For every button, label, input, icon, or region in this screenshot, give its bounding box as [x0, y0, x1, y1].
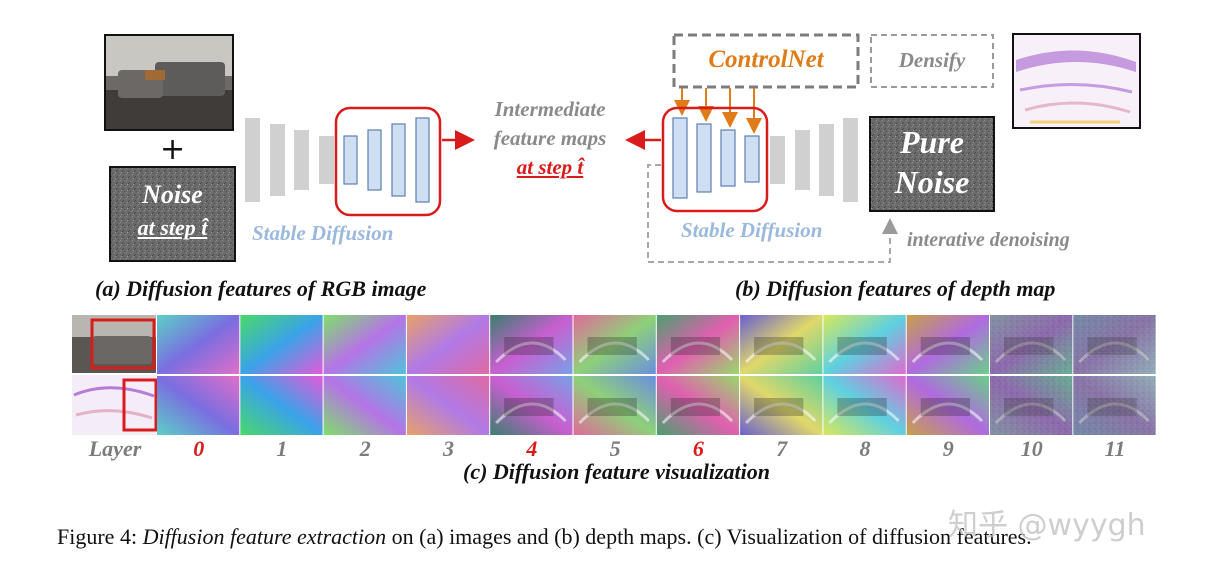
pure-label: Pure	[900, 124, 964, 160]
feature-map-layer-2-depth	[323, 376, 406, 435]
feature-map-layer-10-depth	[990, 376, 1073, 435]
caption-a: (a) Diffusion features of RGB image	[95, 276, 427, 301]
feature-map-layer-5-rgb	[573, 315, 656, 374]
feature-map-layer-0-rgb	[157, 315, 240, 374]
feature-grid	[72, 315, 1156, 435]
layer-label-7: 7	[776, 436, 788, 461]
feature-map-layer-2-rgb	[323, 315, 406, 374]
depth-thumbnail	[72, 375, 158, 435]
feature-map-layer-3-rgb	[406, 315, 490, 374]
layer-label-1: 1	[276, 436, 288, 461]
features-label-line3: at step t̂	[516, 155, 584, 179]
feature-map-layer-5-depth	[573, 376, 656, 435]
sd-decoder-blocks-b	[672, 117, 760, 199]
layer-label-5: 5	[609, 436, 621, 461]
noise-image	[109, 166, 236, 262]
denoising-loop-arrow	[647, 164, 898, 263]
feature-map-layer-4-rgb	[490, 315, 573, 374]
feature-map-layer-9-depth	[906, 376, 989, 435]
sd-label-a: Stable Diffusion	[252, 221, 394, 245]
feature-map-layer-0-depth	[157, 376, 240, 435]
feature-map-layer-7-depth	[740, 376, 823, 435]
rgb-input-image	[104, 34, 234, 131]
noise-label: Noise	[142, 180, 203, 209]
densify-box	[870, 34, 994, 88]
sd-label-b: Stable Diffusion	[681, 218, 823, 242]
layer-label-9: 9	[942, 436, 954, 461]
features-label-line2: feature maps	[493, 126, 607, 150]
denoising-label: interative denoising	[907, 229, 1070, 251]
layer-label-0: 0	[193, 436, 205, 461]
layer-label-3: 3	[443, 436, 454, 461]
noise-label-b: Noise	[894, 164, 970, 200]
sd-encoder-blocks-a	[245, 118, 334, 202]
feature-map-layer-4-depth	[490, 376, 573, 435]
layer-label-10: 10	[1020, 436, 1043, 461]
highlight-box-b	[661, 106, 769, 213]
feature-map-layer-6-rgb	[656, 315, 740, 374]
densify-label: Densify	[898, 48, 966, 72]
feature-map-layer-9-rgb	[906, 315, 989, 374]
row-label-layer: Layer	[88, 436, 142, 461]
controlnet-box	[672, 33, 860, 89]
sd-decoder-blocks-a	[343, 117, 430, 203]
layer-label-2: 2	[359, 436, 371, 461]
caption-b: (b) Diffusion features of depth map	[735, 276, 1056, 301]
layer-label-4: 4	[526, 436, 538, 461]
layer-label-6: 6	[692, 436, 704, 461]
layer-label-11: 11	[1104, 436, 1126, 461]
depth-map-image	[1012, 33, 1141, 129]
pure-noise-image	[869, 116, 995, 212]
feature-map-layer-1-depth	[240, 376, 323, 435]
figure-caption-prefix: Figure 4:	[57, 524, 138, 549]
figure-caption-rest: on (a) images and (b) depth maps. (c) Vi…	[391, 524, 1032, 549]
feature-map-layer-11-depth	[1073, 376, 1156, 435]
rgb-thumbnail	[72, 315, 156, 373]
features-label-line1: Intermediate	[494, 97, 606, 121]
feature-map-layer-8-rgb	[823, 315, 906, 374]
controlnet-label: ControlNet	[708, 46, 824, 73]
sd-encoder-blocks-b	[770, 118, 858, 202]
plus-sign: +	[160, 132, 186, 167]
highlight-box-a	[334, 106, 442, 217]
feature-map-layer-6-depth	[656, 376, 740, 435]
watermark: 知乎 @wyygh	[948, 508, 1146, 543]
feature-map-layer-7-rgb	[740, 315, 823, 374]
feature-map-layer-3-depth	[406, 376, 490, 435]
feature-map-layer-8-depth	[823, 376, 906, 435]
caption-c: (c) Diffusion feature visualization	[463, 459, 771, 484]
noise-step-label: at step t̂	[137, 215, 208, 240]
figure-caption-italic: Diffusion feature extraction	[142, 524, 387, 549]
figure-caption: Figure 4: Diffusion feature extraction o…	[57, 524, 1032, 550]
feature-map-layer-1-rgb	[240, 315, 323, 374]
layer-label-8: 8	[859, 436, 871, 461]
feature-map-layer-10-rgb	[990, 315, 1073, 374]
feature-map-layer-11-rgb	[1073, 315, 1156, 374]
